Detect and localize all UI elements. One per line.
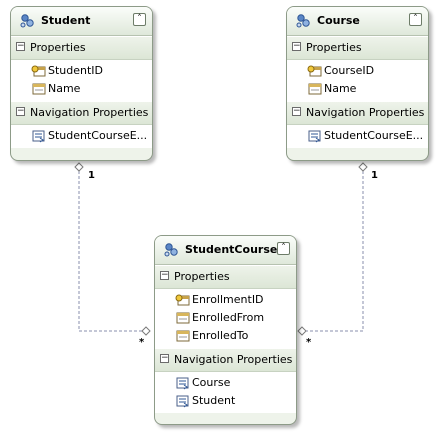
section-label: Navigation Properties	[174, 353, 293, 366]
entity-header[interactable]: Student ˄	[11, 7, 152, 36]
property-label: EnrolledFrom	[192, 311, 265, 324]
key-property-icon	[175, 294, 190, 306]
enrollment-student-multiplicity: *	[139, 337, 145, 348]
navigation-label: Student	[192, 394, 236, 407]
section-label: Navigation Properties	[30, 106, 149, 119]
collapse-icon[interactable]: ˄	[133, 13, 146, 26]
navigation-label: StudentCourseE...	[324, 129, 424, 142]
key-property-icon	[31, 65, 46, 77]
property-row[interactable]: Name	[287, 80, 428, 98]
properties-section-header[interactable]: − Properties	[155, 265, 296, 289]
property-label: Name	[324, 82, 357, 95]
navigation-property-icon	[176, 395, 189, 408]
property-row[interactable]: Name	[11, 80, 152, 98]
property-icon	[176, 312, 190, 324]
enrollment-course-multiplicity: *	[306, 337, 312, 348]
navigation-section-header[interactable]: − Navigation Properties	[287, 101, 428, 125]
enrollment-right-diamond	[297, 326, 307, 336]
minus-icon[interactable]: −	[292, 106, 301, 116]
entity-header[interactable]: Course ˄	[287, 7, 428, 36]
entity-icon	[20, 14, 34, 28]
navigation-property-icon	[32, 130, 45, 143]
navigation-row[interactable]: Student	[155, 392, 296, 410]
entity-title: Course	[317, 14, 360, 27]
entity-course[interactable]: Course ˄ − Properties CourseID Name − Na…	[286, 6, 429, 161]
collapse-icon[interactable]: ˄	[277, 242, 290, 255]
collapse-icon[interactable]: ˄	[409, 13, 422, 26]
navigation-row[interactable]: StudentCourseE...	[11, 127, 152, 145]
navigation-section-header[interactable]: − Navigation Properties	[11, 101, 152, 125]
section-label: Properties	[30, 41, 86, 54]
properties-section-header[interactable]: − Properties	[287, 36, 428, 60]
course-association-line	[302, 171, 364, 332]
key-property-icon	[307, 65, 322, 77]
minus-icon[interactable]: −	[16, 41, 25, 51]
entity-student[interactable]: Student ˄ − Properties StudentID Name − …	[10, 6, 153, 161]
navigation-section-header[interactable]: − Navigation Properties	[155, 348, 296, 372]
property-row[interactable]: EnrolledFrom	[155, 309, 296, 327]
navigation-label: StudentCourseE...	[48, 129, 148, 142]
property-row[interactable]: StudentID	[11, 62, 152, 80]
enrollment-left-diamond	[141, 326, 151, 336]
entity-header[interactable]: StudentCourse... ˄	[155, 236, 296, 265]
navigation-row[interactable]: StudentCourseE...	[287, 127, 428, 145]
student-association-line	[78, 171, 147, 332]
entity-student-course[interactable]: StudentCourse... ˄ − Properties Enrollme…	[154, 235, 297, 425]
minus-icon[interactable]: −	[160, 353, 169, 363]
student-multiplicity: 1	[88, 170, 95, 181]
navigation-row[interactable]: Course	[155, 374, 296, 392]
property-label: Name	[48, 82, 81, 95]
minus-icon[interactable]: −	[16, 106, 25, 116]
properties-section-header[interactable]: − Properties	[11, 36, 152, 60]
property-icon	[308, 83, 322, 95]
entity-title: Student	[41, 14, 91, 27]
section-label: Navigation Properties	[306, 106, 425, 119]
property-icon	[176, 330, 190, 342]
property-label: CourseID	[324, 64, 375, 77]
navigation-property-icon	[308, 130, 321, 143]
property-label: EnrolledTo	[192, 329, 249, 342]
entity-title: StudentCourse...	[185, 243, 290, 256]
navigation-property-icon	[176, 377, 189, 390]
minus-icon[interactable]: −	[160, 270, 169, 280]
section-label: Properties	[306, 41, 362, 54]
navigation-label: Course	[192, 376, 231, 389]
property-row[interactable]: EnrolledTo	[155, 327, 296, 345]
course-end-diamond	[358, 162, 368, 172]
student-end-diamond	[74, 162, 84, 172]
property-row[interactable]: EnrollmentID	[155, 291, 296, 309]
property-icon	[32, 83, 46, 95]
section-label: Properties	[174, 270, 230, 283]
course-multiplicity: 1	[371, 170, 378, 181]
entity-icon	[296, 14, 310, 28]
entity-icon	[164, 243, 178, 257]
property-label: EnrollmentID	[192, 293, 264, 306]
property-label: StudentID	[48, 64, 104, 77]
property-row[interactable]: CourseID	[287, 62, 428, 80]
minus-icon[interactable]: −	[292, 41, 301, 51]
